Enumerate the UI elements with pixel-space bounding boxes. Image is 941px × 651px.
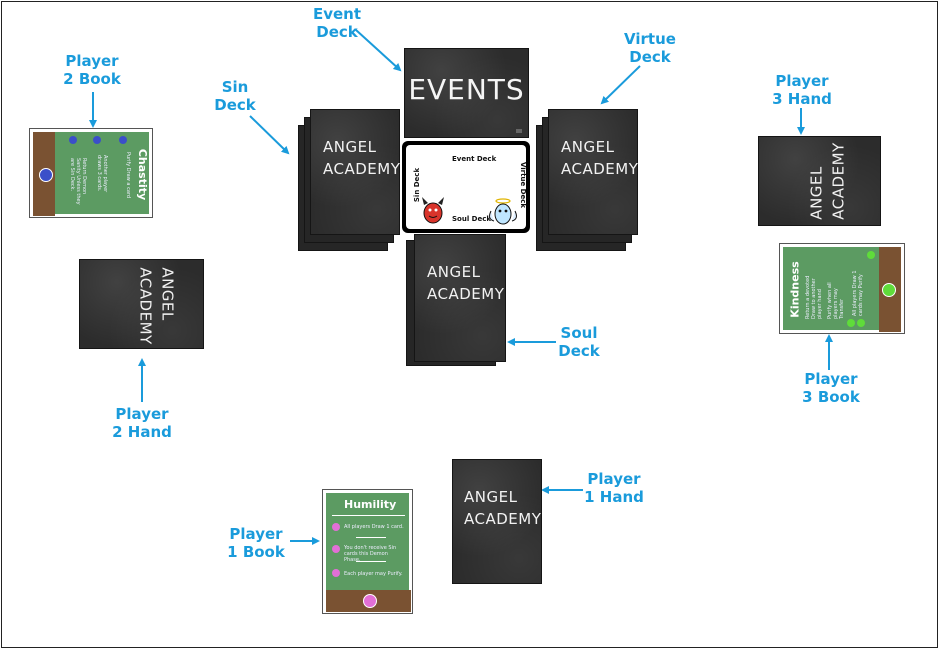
events-title: EVENTS [408, 73, 525, 106]
kindness-book-icon [882, 283, 896, 297]
kindness-dot-2 [857, 319, 865, 327]
humility-line-1: All players Draw 1 card. [344, 524, 404, 530]
chastity-line-1: Purify Draw a card [125, 152, 131, 199]
player2-hand-card-title: ANGEL ACADEMY [136, 267, 177, 345]
devil-icon [422, 197, 444, 224]
label-player3-hand: Player 3 Hand [772, 72, 832, 108]
kindness-dot-3 [867, 251, 875, 259]
label-player2-book: Player 2 Book [63, 52, 121, 88]
virtue-deck-card-title: ANGEL ACADEMY [561, 138, 639, 178]
event-deck-card[interactable]: EVENTS [404, 48, 529, 138]
center-board: Event Deck Sin Deck Virtue Deck Soul Dec… [402, 141, 530, 233]
humility-title: Humility [344, 498, 397, 511]
chastity-book-icon [39, 168, 53, 182]
humility-book-icon [363, 594, 377, 608]
kindness-dot-1 [847, 319, 855, 327]
kindness-line-1: Return a devoted Draw to another player … [805, 275, 823, 319]
board-event-deck-text: Event Deck [452, 155, 497, 163]
kindness-line-2: Purify when all players may Transfer [827, 282, 845, 319]
humility-line-2: You don't receive Sin cards this Demon P… [344, 545, 397, 563]
arrow-event-deck [355, 29, 402, 72]
sin-deck-card-title: ANGEL ACADEMY [323, 138, 401, 178]
soul-deck-card[interactable]: ANGEL ACADEMY [414, 234, 506, 362]
player1-hand-card-title: ANGEL ACADEMY [464, 488, 542, 528]
soul-deck-card-title: ANGEL ACADEMY [427, 263, 505, 303]
label-virtue-deck: Virtue Deck [624, 30, 676, 66]
player1-hand-card[interactable]: ANGEL ACADEMY [452, 459, 542, 584]
angel-icon [489, 198, 517, 225]
player1-book-card[interactable]: Humility All players Draw 1 card. You do… [322, 489, 413, 614]
label-event-deck: Event Deck [312, 5, 362, 41]
chastity-dot-1 [69, 136, 77, 144]
humility-dot-2 [332, 545, 340, 553]
arrow-virtue-deck [600, 65, 641, 105]
kindness-title: Kindness [788, 261, 802, 318]
chastity-title: Chastity [136, 148, 150, 201]
player3-book-card[interactable]: Kindness Return a devoted Draw to anothe… [779, 243, 905, 334]
arrow-sin-deck [249, 115, 290, 155]
player3-hand-card-title: ANGEL ACADEMY [807, 142, 848, 220]
player3-hand-card[interactable]: ANGEL ACADEMY [758, 136, 881, 226]
virtue-deck-card[interactable]: ANGEL ACADEMY [548, 109, 638, 235]
chastity-dot-3 [119, 136, 127, 144]
board-virtue-deck-text: Virtue Deck [519, 161, 528, 209]
board-soul-deck-text: Soul Deck [452, 215, 492, 223]
label-player1-hand: Player 1 Hand [584, 470, 644, 506]
kindness-line-3: All players Draw 1 cards may Purify [852, 270, 864, 316]
humility-dot-3 [332, 569, 340, 577]
label-player2-hand: Player 2 Hand [112, 405, 172, 441]
humility-dot-1 [332, 523, 340, 531]
humility-line-3: Each player may Purify. [344, 571, 403, 577]
label-player1-book: Player 1 Book [227, 525, 285, 561]
sin-deck-card[interactable]: ANGEL ACADEMY [310, 109, 400, 235]
chastity-line-2: Another player draws 3 cards. [96, 155, 108, 193]
chastity-dot-2 [93, 136, 101, 144]
chastity-line-3: Return Demon Sanity Unless they are Sin … [69, 158, 87, 205]
player2-book-card[interactable]: Chastity Purify Draw a card Another play… [29, 128, 153, 218]
label-sin-deck: Sin Deck [214, 78, 256, 114]
label-soul-deck: Soul Deck [558, 324, 600, 360]
player2-hand-card[interactable]: ANGEL ACADEMY [79, 259, 204, 349]
label-player3-book: Player 3 Book [802, 370, 860, 406]
